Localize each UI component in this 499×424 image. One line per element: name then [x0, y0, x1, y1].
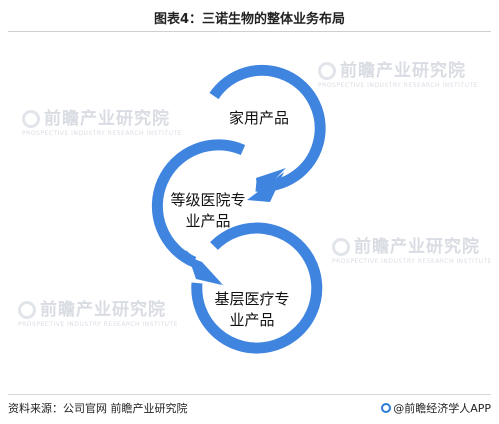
brand-logo-icon	[381, 403, 392, 413]
footer-divider	[8, 394, 491, 395]
watermark-logo-icon	[22, 110, 40, 128]
watermark-logo-icon	[18, 301, 36, 319]
watermark-right: 前瞻产业研究院 PROSPECTIVE INDUSTRY RESEARCH IN…	[332, 237, 492, 265]
source-note: 资料来源：公司官网 前瞻产业研究院	[8, 402, 188, 415]
ring-primary-care-products	[191, 222, 323, 354]
watermark-top-right: 前瞻产业研究院 PROSPECTIVE INDUSTRY RESEARCH IN…	[318, 61, 478, 89]
watermark-left: 前瞻产业研究院 PROSPECTIVE INDUSTRY RESEARCH IN…	[22, 109, 182, 137]
watermark-logo-icon	[318, 62, 336, 80]
title-divider	[8, 31, 491, 32]
brand-credit: @前瞻经济学人APP	[381, 400, 491, 416]
chart-title: 图表4：三诺生物的整体业务布局	[153, 12, 346, 27]
node-label-hospital-products: 等级医院专业产品	[170, 191, 246, 230]
ring-home-products	[209, 64, 326, 192]
node-label-home-products: 家用产品	[228, 109, 289, 127]
watermark-bottom-left: 前瞻产业研究院 PROSPECTIVE INDUSTRY RESEARCH IN…	[18, 300, 178, 328]
watermark-logo-icon	[332, 238, 350, 256]
ring-hospital-products	[151, 139, 246, 268]
node-label-primary-care-products: 基层医疗专业产品	[214, 290, 290, 329]
